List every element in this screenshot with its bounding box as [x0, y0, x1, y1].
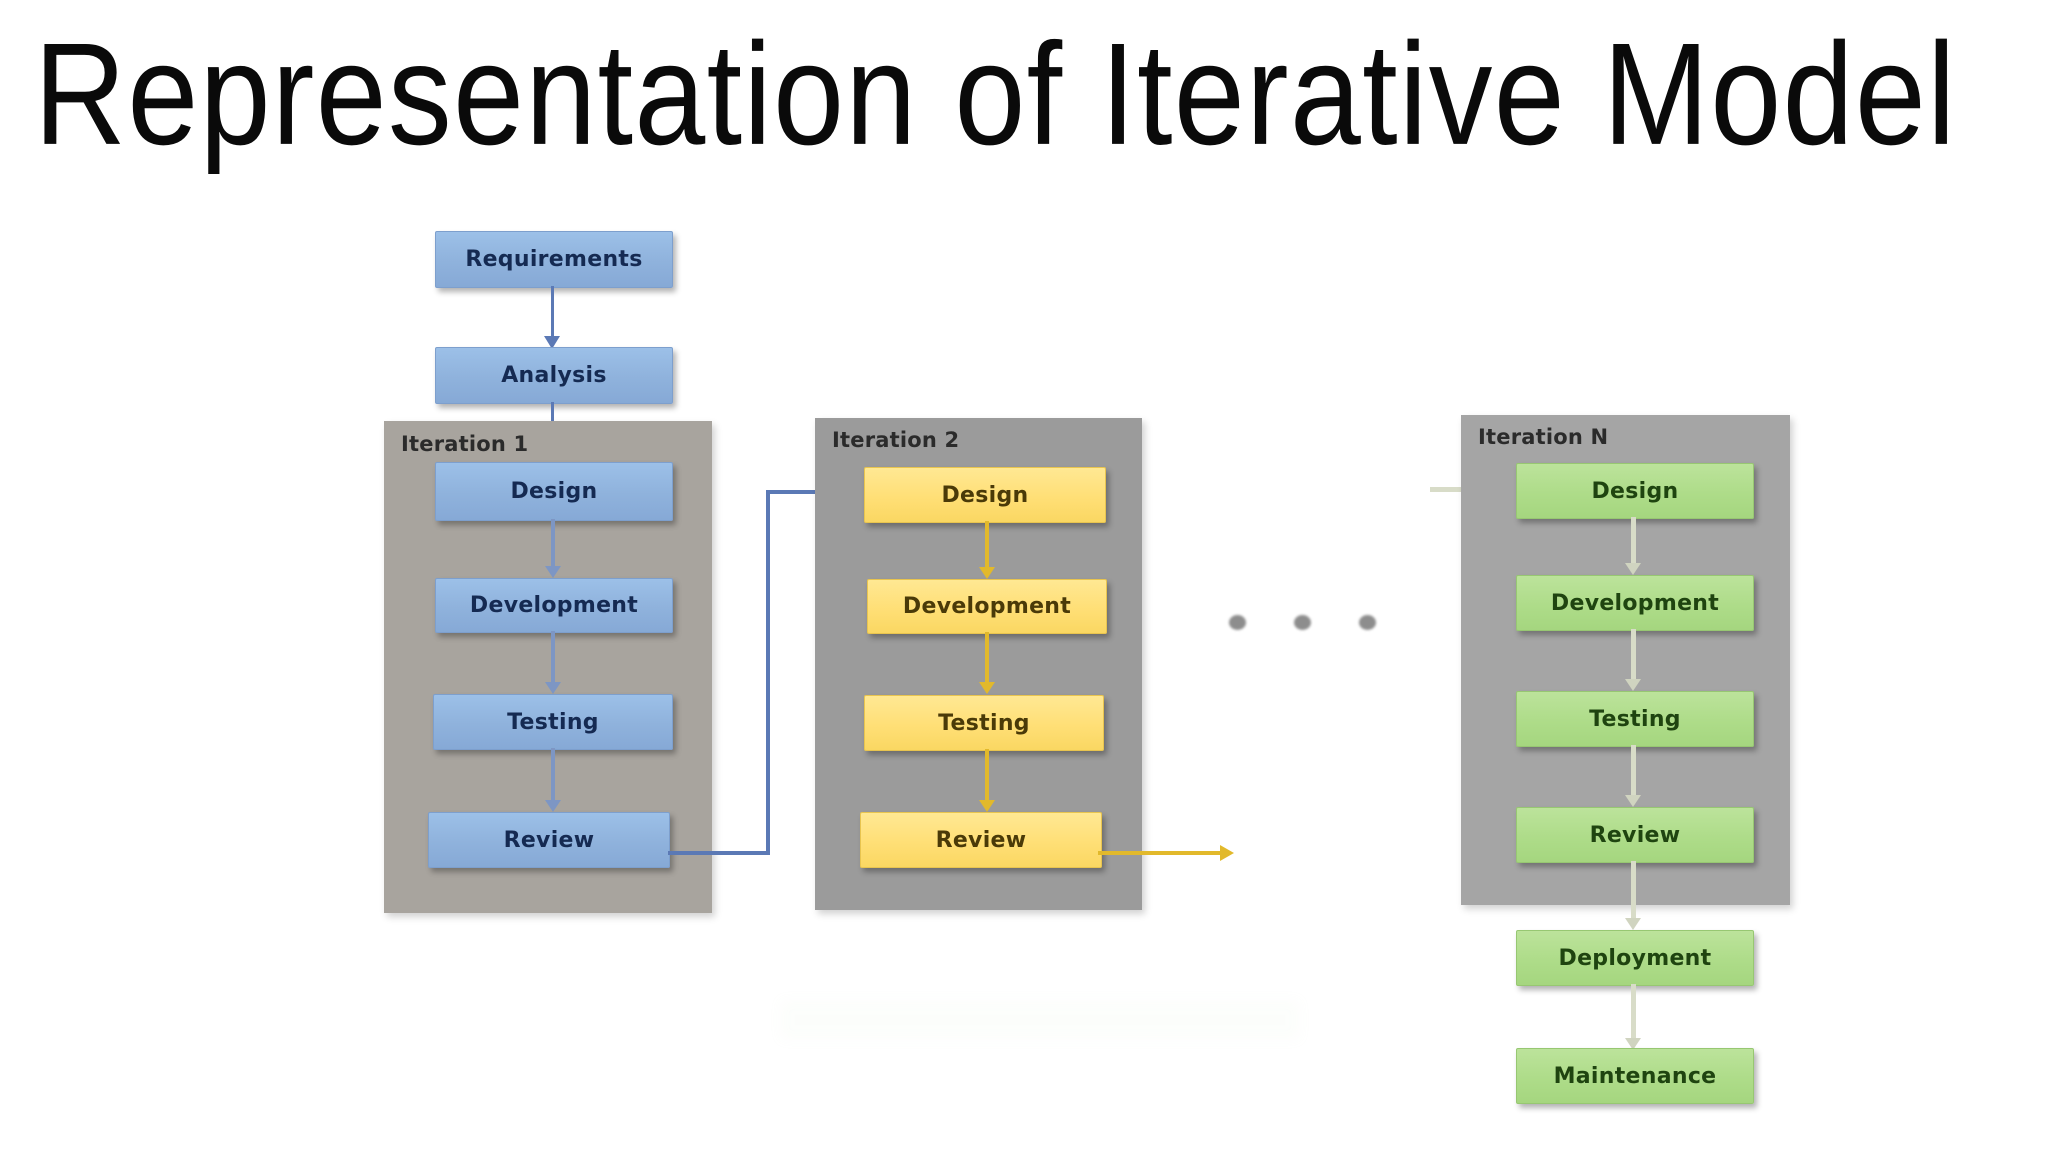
node-label: Review [503, 827, 595, 853]
arrowhead-down-icon [545, 566, 561, 578]
connector-iteration1-testing-to-review [551, 748, 555, 807]
arrowhead-down-icon [1625, 918, 1641, 930]
connector-iteration2-development-to-testing [985, 632, 989, 689]
connector-iteration1-review-to-iteration2-design-seg3 [766, 490, 854, 494]
node-label: Review [1589, 822, 1681, 848]
iteration-n-node-review[interactable]: Review [1516, 807, 1754, 863]
iteration-2-node-design[interactable]: Design [864, 467, 1106, 523]
node-requirements[interactable]: Requirements [435, 231, 673, 288]
iteration-2-label: Iteration 2 [832, 428, 960, 452]
node-maintenance[interactable]: Maintenance [1516, 1048, 1754, 1104]
page-title: Representation of Iterative Model [34, 13, 1957, 176]
connector-iterationN-design-to-development [1631, 517, 1636, 569]
iteration-1-node-testing[interactable]: Testing [433, 694, 673, 750]
arrowhead-right-icon [1220, 845, 1234, 861]
background-artifact [780, 1000, 1300, 1040]
ellipsis-dot-icon [1294, 615, 1311, 630]
ellipsis-dot-icon [1359, 615, 1376, 630]
node-label: Maintenance [1553, 1063, 1717, 1089]
connector-iterationN-development-to-testing [1631, 629, 1636, 686]
connector-iterationN-review-to-deployment [1631, 861, 1636, 924]
connector-iteration2-testing-to-review [985, 749, 989, 807]
node-label: Development [1550, 590, 1720, 616]
arrowhead-down-icon [1625, 679, 1641, 691]
node-label: Testing [1589, 706, 1681, 732]
arrowhead-down-icon [545, 682, 561, 694]
node-analysis[interactable]: Analysis [435, 347, 673, 404]
iteration-2-node-development[interactable]: Development [867, 579, 1107, 634]
iteration-1-label: Iteration 1 [401, 432, 529, 456]
arrowhead-down-icon [979, 567, 995, 579]
node-label: Design [1591, 478, 1679, 504]
arrowhead-down-icon [979, 800, 995, 812]
iteration-2-node-review[interactable]: Review [860, 812, 1102, 868]
arrowhead-down-icon [1625, 1038, 1641, 1050]
arrowhead-down-icon [545, 800, 561, 812]
node-deployment[interactable]: Deployment [1516, 930, 1754, 986]
iteration-2-node-testing[interactable]: Testing [864, 695, 1104, 751]
node-label: Development [469, 593, 639, 618]
arrowhead-down-icon [1625, 563, 1641, 575]
connector-iteration1-development-to-testing [551, 631, 555, 689]
iteration-n-node-testing[interactable]: Testing [1516, 691, 1754, 747]
node-label: Testing [507, 709, 599, 735]
connector-deployment-to-maintenance [1631, 984, 1636, 1044]
arrowhead-down-icon [544, 336, 560, 349]
arrowhead-down-icon [1625, 795, 1641, 807]
node-label: Requirements [465, 247, 643, 272]
node-label: Design [510, 479, 598, 504]
iteration-1-node-development[interactable]: Development [435, 578, 673, 633]
node-label: Review [935, 827, 1027, 853]
connector-iteration1-design-to-development [551, 519, 555, 572]
iteration-n-label: Iteration N [1478, 425, 1609, 449]
connector-iteration2-review-to-continuation [1098, 851, 1226, 855]
iteration-n-node-development[interactable]: Development [1516, 575, 1754, 631]
node-label: Development [902, 594, 1072, 619]
node-label: Testing [938, 710, 1030, 736]
connector-iteration2-design-to-development [985, 521, 989, 573]
node-label: Design [941, 482, 1029, 508]
arrowhead-down-icon [979, 682, 995, 694]
iteration-n-node-design[interactable]: Design [1516, 463, 1754, 519]
iteration-1-node-review[interactable]: Review [428, 812, 670, 868]
connector-iteration1-review-to-iteration2-design-seg2 [766, 490, 770, 855]
node-label: Deployment [1558, 945, 1712, 971]
ellipsis-dot-icon [1229, 615, 1246, 630]
connector-iteration1-review-to-iteration2-design-seg1 [668, 851, 770, 855]
connector-requirements-to-analysis [551, 286, 554, 341]
node-label: Analysis [501, 363, 607, 388]
iteration-1-node-design[interactable]: Design [435, 462, 673, 521]
connector-iterationN-testing-to-review [1631, 745, 1636, 802]
